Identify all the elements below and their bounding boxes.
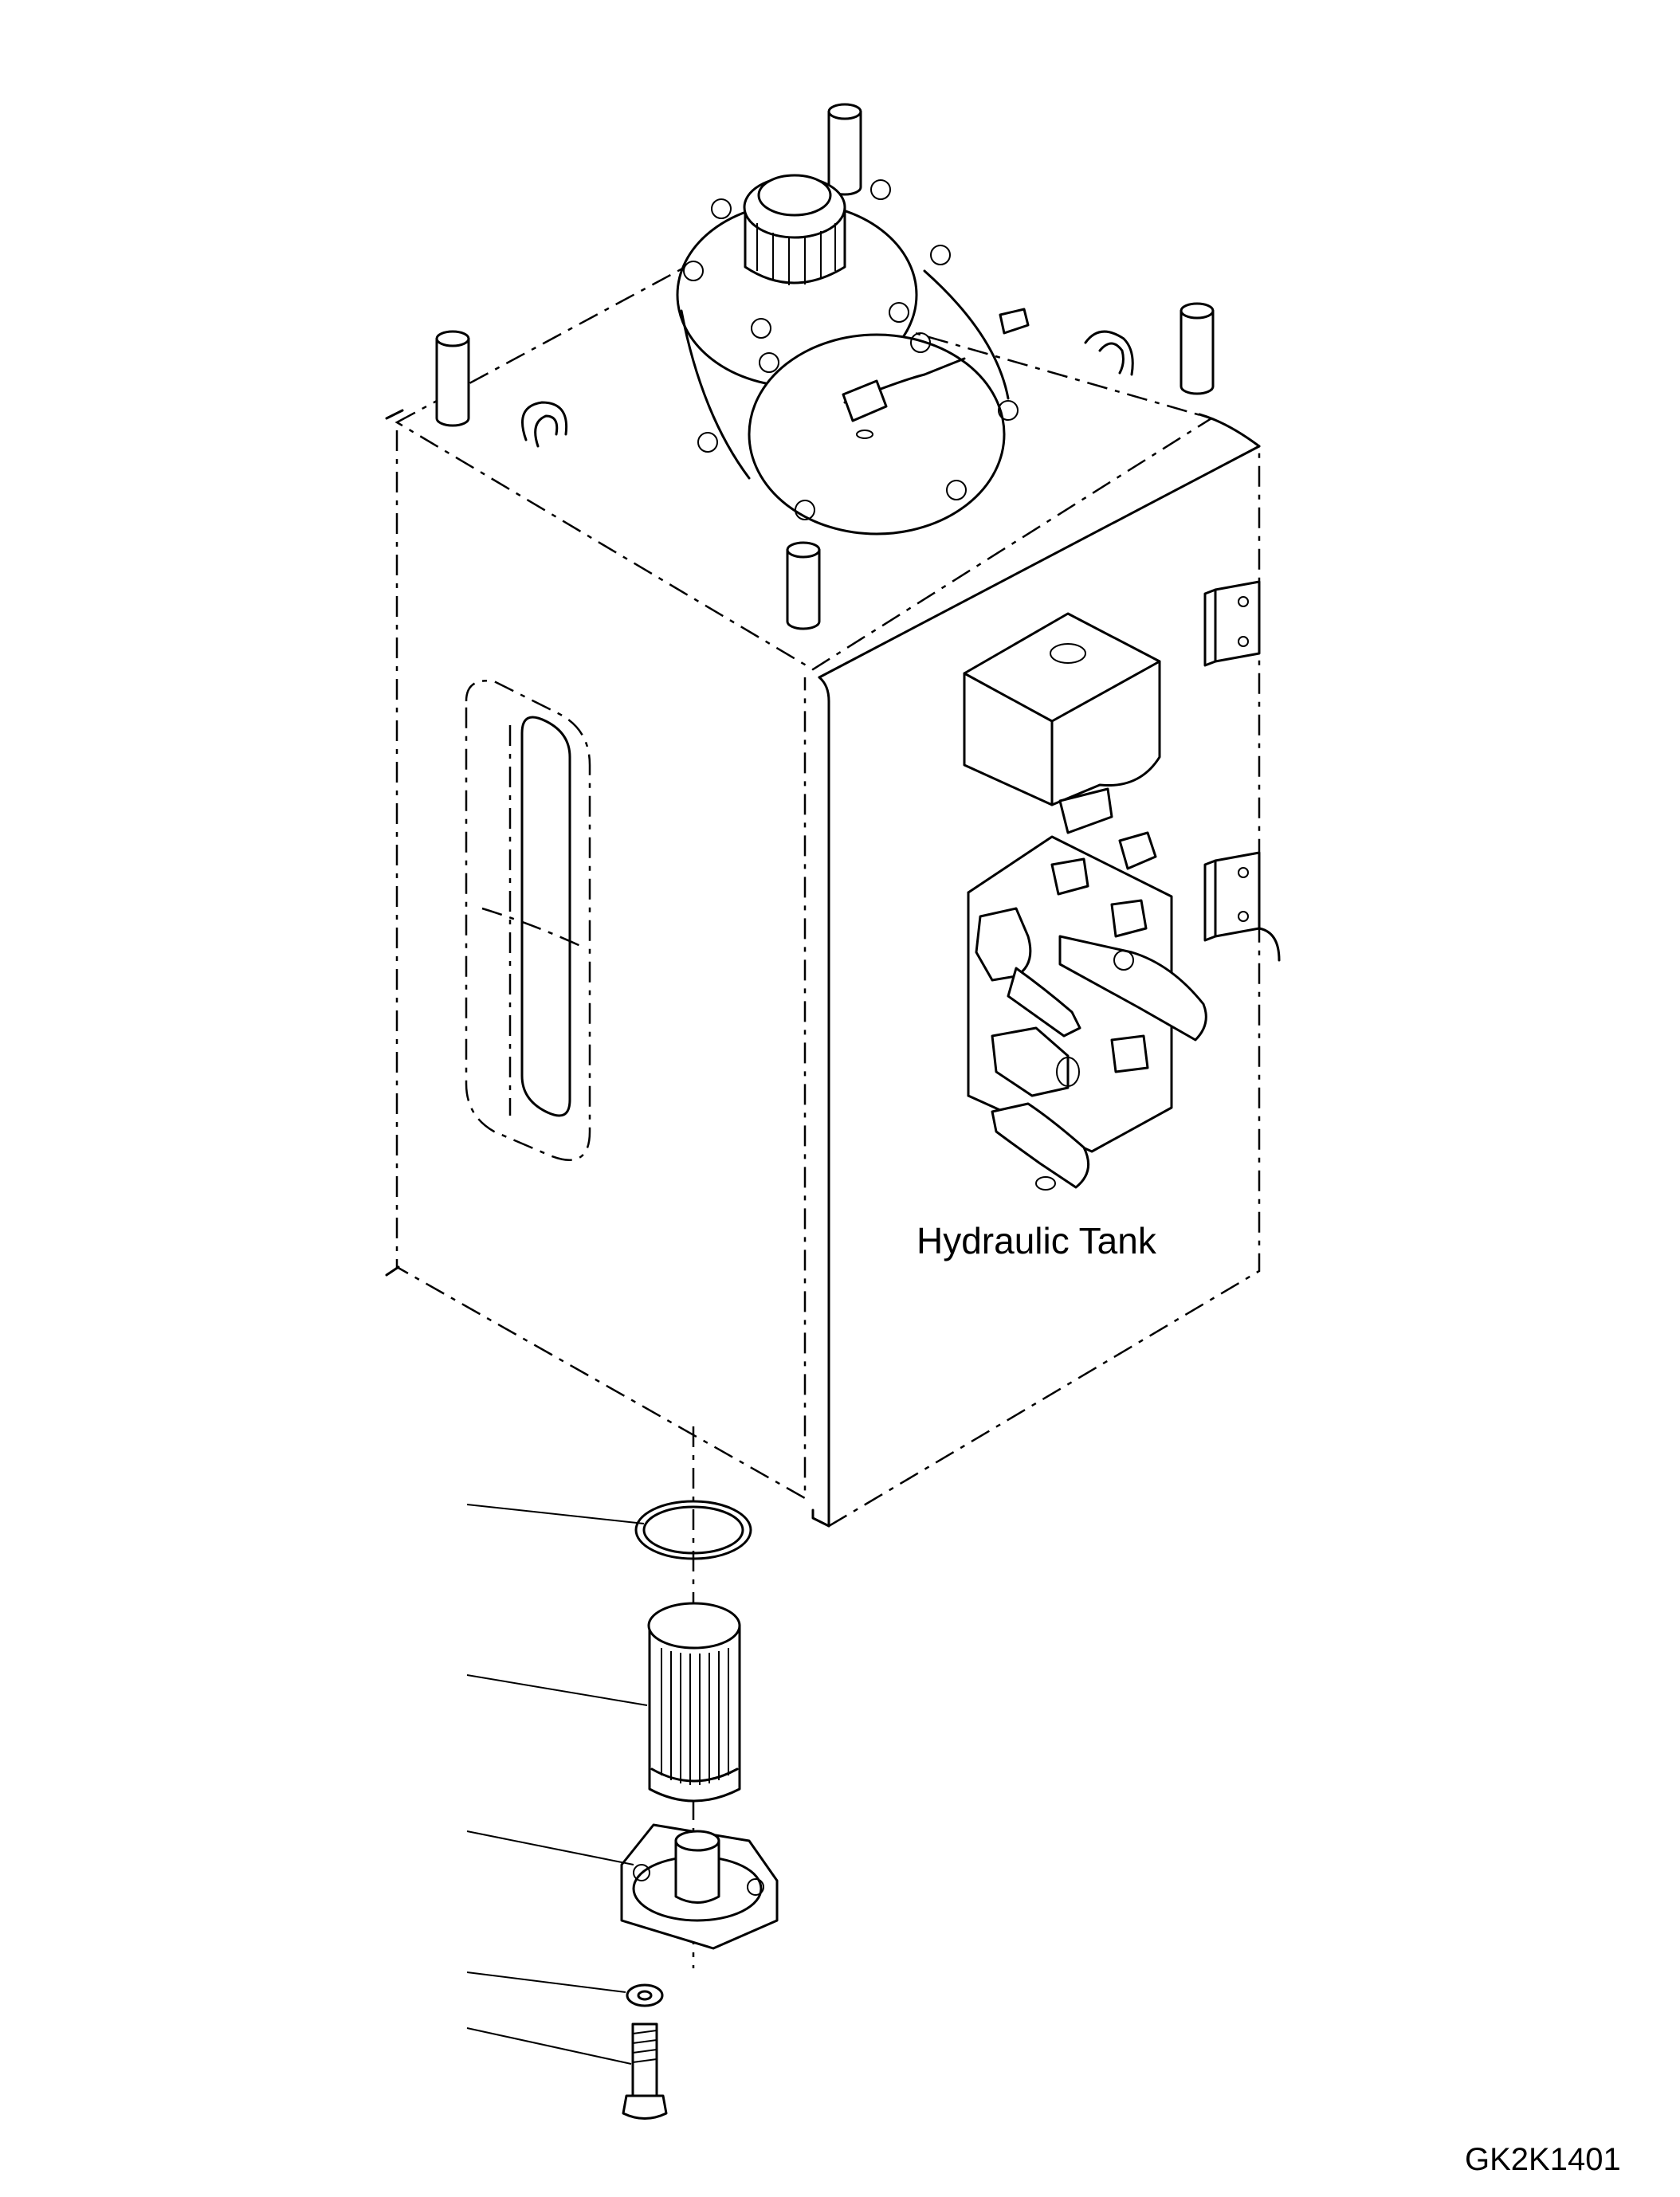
tank-label: Hydraulic Tank [917, 1220, 1156, 1261]
top-cover-plates [676, 179, 1030, 536]
filter-element-icon [466, 1602, 741, 1803]
washer-icon [466, 1971, 664, 2007]
valve-block-icon [963, 612, 1207, 1191]
drawing-code: GK2K1401 [1465, 2142, 1621, 2177]
o-ring-icon [466, 1500, 752, 1560]
corner-posts [435, 103, 1215, 630]
filter-cover-icon [466, 1823, 779, 1950]
sight-gauge-icon [465, 680, 591, 1161]
filler-cap-icon [743, 174, 846, 285]
side-brackets [1203, 580, 1281, 962]
hydraulic-tank-icon [385, 103, 1281, 1528]
bolt-icon [466, 2022, 668, 2120]
